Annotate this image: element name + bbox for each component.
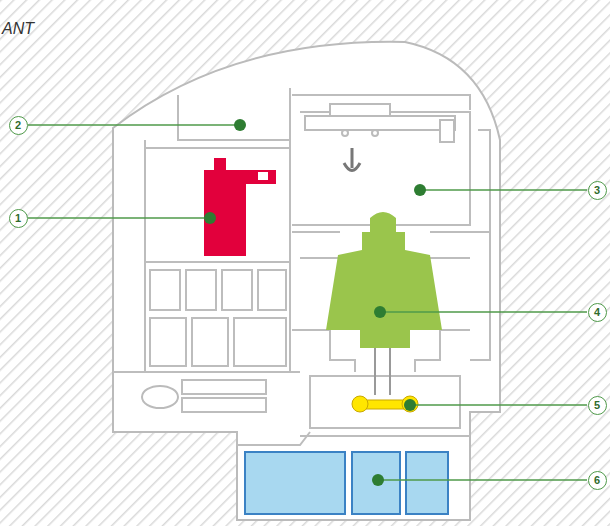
reactor-shaft: [375, 348, 390, 395]
callout-number: 1: [9, 209, 28, 228]
callout-number: 4: [588, 303, 607, 322]
building-outline: [113, 42, 500, 520]
pipe-section: [142, 386, 178, 408]
callout-number: 2: [9, 116, 28, 135]
leader-lines: [28, 125, 587, 480]
crane-hook: [344, 148, 360, 171]
building-walls: [113, 88, 490, 445]
callout-number: 5: [588, 396, 607, 415]
crane: [305, 104, 455, 142]
nozzle-gap: [258, 172, 268, 180]
steam-generator: [204, 158, 276, 256]
callout-number: 3: [588, 181, 607, 200]
water-pools: [245, 452, 448, 514]
callout-number: 6: [588, 471, 607, 490]
title-fragment: ANT: [2, 20, 34, 38]
pump: [352, 396, 418, 412]
reactor-vessel: [326, 212, 442, 348]
leader-dots: [204, 119, 426, 486]
